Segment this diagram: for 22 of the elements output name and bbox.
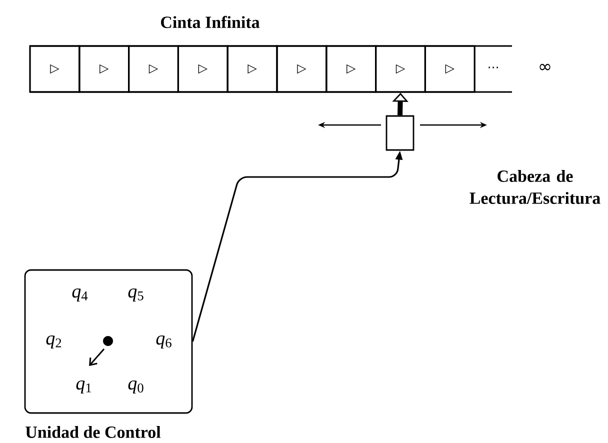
- state-label: q$_{6}$: [156, 336, 172, 348]
- head-box: [386, 115, 414, 151]
- tape-cell: ▷: [276, 45, 328, 93]
- state-label: q$_{0}$: [128, 380, 144, 394]
- tape-cell: ▷: [128, 45, 179, 93]
- head-caption: Cabeza de Lectura/Escritura: [470, 170, 600, 204]
- infinity-symbol: ∞: [540, 64, 550, 70]
- tape-cell: ▷: [375, 45, 426, 93]
- state-label: q$_{1}$: [76, 380, 92, 394]
- tape-cell: ▷: [326, 45, 377, 93]
- tape-cell: ▷: [78, 45, 130, 93]
- control-unit-box: [24, 269, 193, 414]
- state-label: q$_{4}$: [72, 288, 88, 302]
- tape-heading: Cinta Infinita: [161, 16, 260, 28]
- tape-cell: ▷: [226, 45, 278, 93]
- state-label: q$_{2}$: [46, 336, 62, 348]
- ellipsis-cell: ⋯: [488, 66, 498, 68]
- state-label: q$_{5}$: [128, 288, 144, 302]
- tape-cell: ▷: [177, 45, 228, 93]
- tape-cell: ▷: [424, 45, 476, 93]
- control-unit-heading: Unidad de Control: [26, 426, 161, 438]
- tape-cell: ▷: [29, 45, 80, 93]
